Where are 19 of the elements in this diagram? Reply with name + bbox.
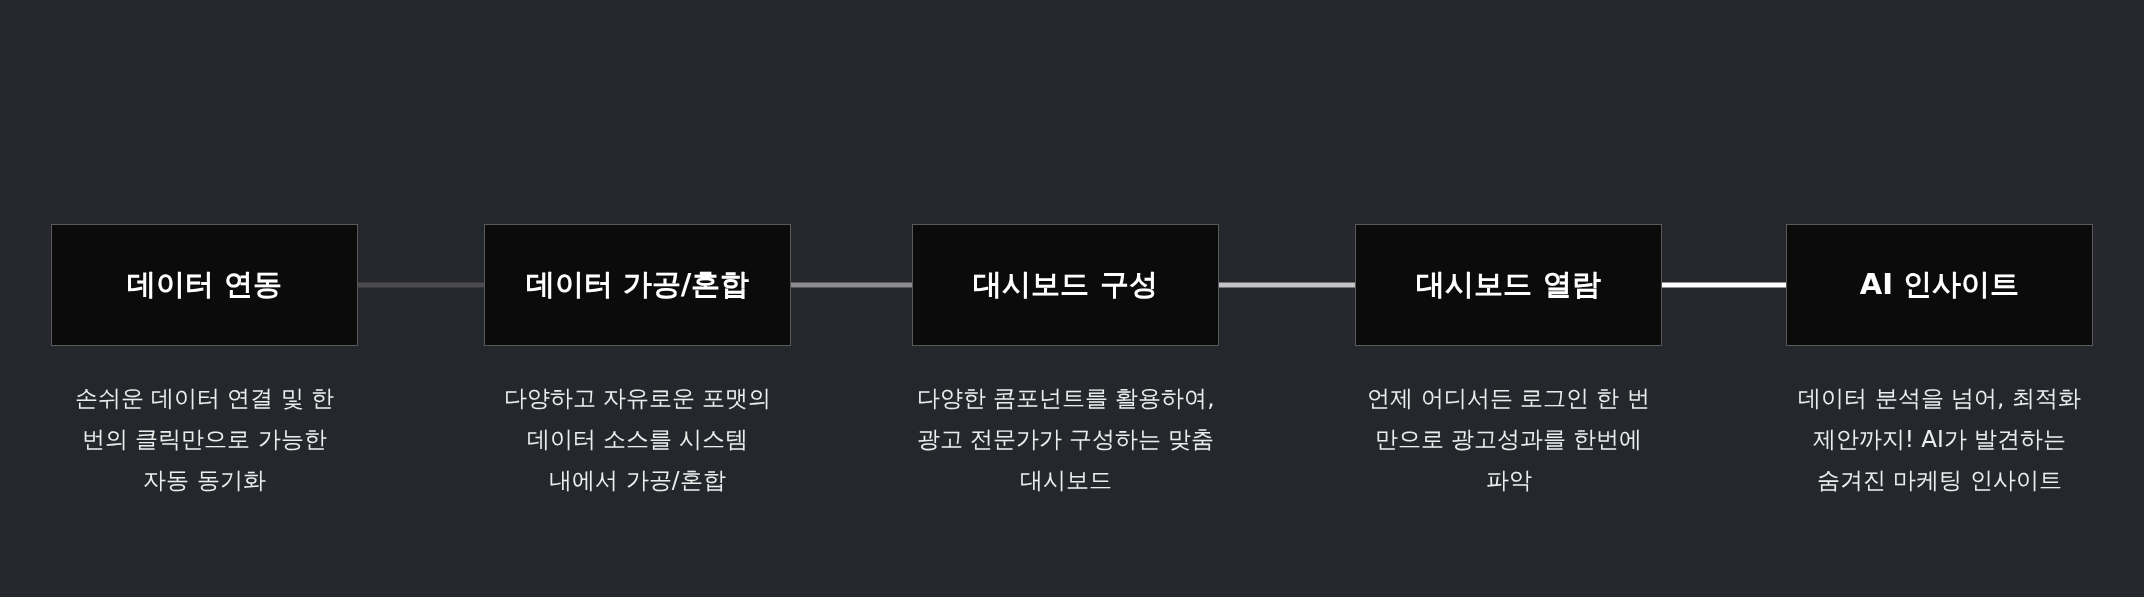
step-box <box>1355 224 1662 346</box>
step-box <box>484 224 791 346</box>
step-box <box>912 224 1219 346</box>
step-box <box>51 224 358 346</box>
step-description: 언제 어디서든 로그인 한 번 만으로 광고성과를 한번에 파악 <box>1366 384 1651 495</box>
step-description: 다양하고 자유로운 포맷의 데이터 소스를 시스템 내에서 가공/혼합 <box>502 384 773 495</box>
connector-line <box>791 282 912 288</box>
step-title: AI 인사이트 <box>1859 266 2020 303</box>
step-title: 대시보드 열람 <box>1416 266 1601 303</box>
connector-line <box>358 282 484 288</box>
step-description: 다양한 콤포넌트를 활용하여, 광고 전문가가 구성하는 맞춤 대시보드 <box>915 384 1216 495</box>
connector-line <box>1219 282 1355 288</box>
connector-line <box>1662 282 1786 288</box>
step-title: 대시보드 구성 <box>973 266 1158 303</box>
step-description: 데이터 분석을 넘어, 최적화 제안까지! AI가 발견하는 숨겨진 마케팅 인사이트 <box>1797 384 2082 495</box>
step-title: 데이터 가공/혼합 <box>525 266 750 303</box>
step-description: 손쉬운 데이터 연결 및 한 번의 클릭만으로 가능한 자동 동기화 <box>73 384 336 495</box>
step-title: 데이터 연동 <box>126 266 283 303</box>
step-box <box>1786 224 2093 346</box>
